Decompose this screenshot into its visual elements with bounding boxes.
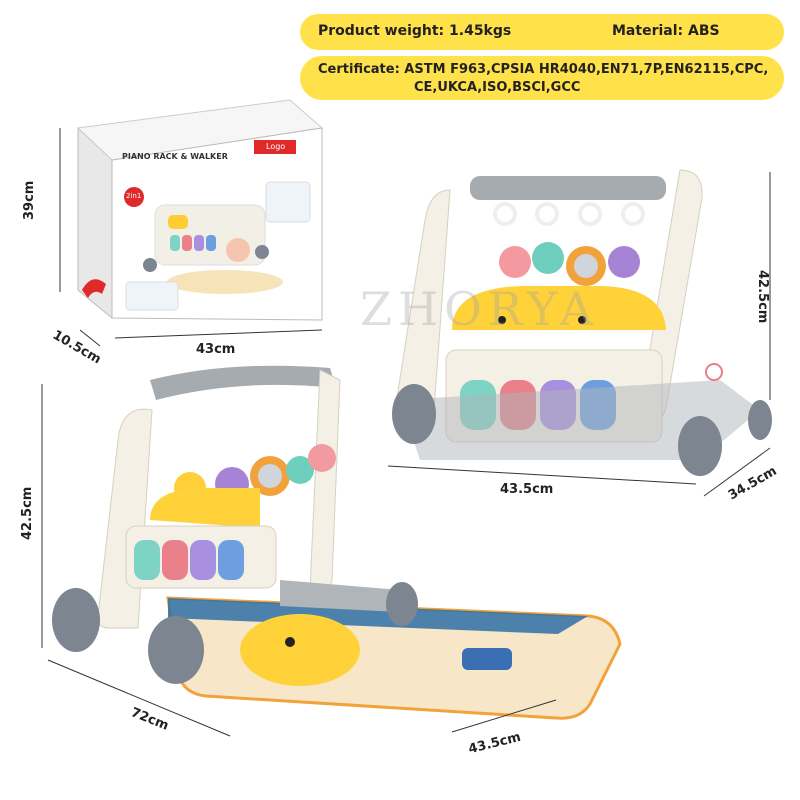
box-badge-text: 2in1 <box>126 192 142 200</box>
watermark: ZHORYA <box>360 282 600 336</box>
walker-top-bar <box>470 176 666 200</box>
certificate-line-2: CE,UKCA,ISO,BSCI,GCC <box>414 80 581 95</box>
certificate-line-1: Certificate: ASTM F963,CPSIA HR4040,EN71… <box>318 62 769 77</box>
material: Material: ABS <box>612 23 720 39</box>
walker-height-label: 42.5cm <box>755 270 770 324</box>
walker-wheel-back-right <box>748 400 772 440</box>
playmat-wheel-front-left <box>148 616 204 684</box>
walker-width-label: 43.5cm <box>500 482 554 497</box>
bear-toy-2 <box>308 444 336 472</box>
walker-wheel-back-left <box>392 384 436 444</box>
box-title: PIANO RACK & WALKER <box>122 152 228 161</box>
2in1-badge <box>124 187 144 207</box>
koala-toy <box>532 242 564 274</box>
box-logo-text: Logo <box>266 142 286 151</box>
product-weight: Product weight: 1.45kgs <box>318 23 512 39</box>
playmat-wheel-back-left <box>52 588 100 652</box>
playmat-wheel-back-right <box>386 582 418 626</box>
mat-text-print <box>462 648 512 670</box>
bead-toy <box>705 363 723 381</box>
playmat-top-bar <box>150 365 336 400</box>
walker-dimension-lines <box>387 172 771 497</box>
certificate: Certificate: ASTM F963,CPSIA HR4040,EN71… <box>318 61 778 97</box>
box-width-label: 43cm <box>196 342 236 357</box>
box-height-label: 39cm <box>22 180 37 220</box>
koala-toy-2 <box>286 456 314 484</box>
package-box <box>76 99 324 321</box>
info-pill-certificate: Certificate: ASTM F963,CPSIA HR4040,EN71… <box>300 56 784 100</box>
box-dimension-lines <box>59 128 323 347</box>
walker-wheel-front-right <box>678 416 722 476</box>
playmat-dimension-lines <box>41 384 557 737</box>
brand-mark-icon <box>82 279 106 298</box>
logo-badge <box>254 140 296 154</box>
bear-toy <box>499 246 531 278</box>
info-pill-weight-material: Product weight: 1.45kgs Material: ABS <box>300 14 784 50</box>
purple-bear-toy <box>608 246 640 278</box>
mat-duck-print <box>240 614 360 686</box>
playmat-height-label: 42.5cm <box>20 486 35 540</box>
playmat-walker-illustration <box>52 365 622 720</box>
walker-illustration <box>392 169 772 476</box>
